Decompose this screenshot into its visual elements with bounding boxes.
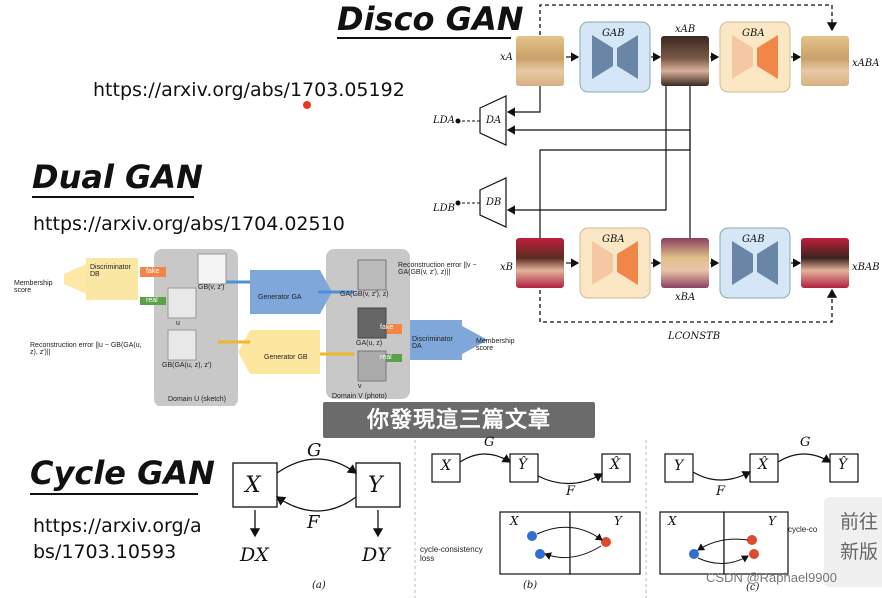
- cycle-gan-url-line1[interactable]: https://arxiv.org/a: [33, 515, 202, 537]
- face-xbab: [801, 238, 849, 288]
- dual-membership-left: Membership score: [14, 280, 53, 294]
- dual-u: u: [176, 320, 180, 327]
- dual-domain-v: Domain V (photo): [332, 393, 387, 400]
- cycle-gan-url-line2[interactable]: bs/1703.10593: [33, 541, 177, 563]
- cycle-c-y: Y: [674, 458, 684, 474]
- dual-disc-b: Discriminator DB: [90, 264, 131, 278]
- label-lda: LDA: [433, 115, 455, 126]
- cycle-c-domain-x: X: [668, 514, 677, 528]
- label-xba: xBA: [675, 292, 696, 303]
- cycle-c-tag: (c): [746, 582, 760, 593]
- dual-gan-url[interactable]: https://arxiv.org/abs/1704.02510: [33, 213, 345, 235]
- cycle-c-loss: cycle-co: [788, 525, 818, 534]
- dual-gb-ga: GB(GA(u, z), z′): [162, 362, 212, 369]
- dual-gan-underline: [32, 196, 194, 198]
- cycle-b-loss: cycle-consistency loss: [420, 545, 483, 563]
- new-version-tab-line1: 前往: [840, 511, 879, 533]
- dual-disc-a: Discriminator DA: [412, 336, 453, 350]
- dual-real-left: real: [146, 297, 158, 304]
- dual-gb-vz: GB(v, z′): [198, 284, 225, 291]
- face-xba: [661, 238, 709, 288]
- cycle-c-yhat: Ŷ: [838, 457, 848, 473]
- label-gba-2: GBA: [602, 234, 625, 245]
- cycle-a-y: Y: [368, 473, 383, 498]
- cycle-a-tag: (a): [312, 580, 326, 591]
- label-xab: xAB: [675, 24, 696, 35]
- dual-fake-right: fake: [380, 324, 394, 331]
- cycle-gan-underline: [30, 493, 198, 495]
- label-xb: xB: [500, 262, 513, 273]
- dual-fake-left: fake: [146, 268, 160, 275]
- disco-gan-underline: [337, 37, 511, 39]
- dual-v: v: [358, 383, 362, 390]
- csdn-watermark: CSDN @Raphael9900: [706, 570, 837, 585]
- face-xa: [516, 36, 564, 86]
- cycle-c-domain-y: Y: [768, 514, 776, 528]
- dual-ga-uz: GA(u, z): [356, 340, 383, 347]
- disco-gan-url[interactable]: https://arxiv.org/abs/1703.05192: [93, 79, 405, 101]
- dual-gan-title: Dual GAN: [32, 158, 203, 196]
- label-lconstb: LCONSTB: [668, 331, 721, 342]
- cycle-b-x: X: [441, 458, 451, 474]
- face-xab: [661, 36, 709, 86]
- cycle-gan-title: Cycle GAN: [30, 454, 215, 492]
- cycle-b-domain-x: X: [510, 514, 519, 528]
- dual-real-right: real: [380, 354, 392, 361]
- dual-gan-diagram: [64, 249, 488, 406]
- face-xaba: [801, 36, 849, 86]
- new-version-tab[interactable]: 前往 新版: [824, 497, 882, 587]
- dual-gen-a: Generator GA: [258, 294, 302, 301]
- label-gab-2: GAB: [742, 234, 765, 245]
- label-ldb: LDB: [433, 203, 456, 214]
- caption-banner: 你發現這三篇文章: [323, 402, 595, 438]
- cycle-c-g: G: [800, 435, 811, 450]
- new-version-tab-line2: 新版: [840, 541, 879, 563]
- cycle-a-dy: DY: [362, 544, 390, 566]
- cycle-b-xhat: X̂: [610, 457, 620, 473]
- disco-gan-diagram: [455, 4, 838, 323]
- cycle-c-xhat: X̂: [758, 457, 768, 473]
- dual-membership-right: Membership score: [476, 338, 515, 352]
- dual-domain-u: Domain U (sketch): [168, 396, 226, 403]
- label-db: DB: [486, 197, 502, 208]
- cycle-b-tag: (b): [523, 580, 538, 591]
- cycle-a-x: X: [245, 473, 261, 498]
- cycle-c-f: F: [716, 484, 726, 499]
- cycle-b-yhat: Ŷ: [518, 457, 528, 473]
- dual-recon-left: Reconstruction error ||u − GB(GA(u, z), …: [30, 342, 142, 356]
- label-da: DA: [486, 115, 502, 126]
- dual-gen-b: Generator GB: [264, 354, 308, 361]
- cycle-a-g: G: [307, 440, 322, 461]
- disco-gan-title: Disco GAN: [337, 0, 524, 38]
- cycle-a-f: F: [307, 512, 320, 533]
- label-gab: GAB: [602, 28, 625, 39]
- cycle-b-g: G: [484, 435, 495, 450]
- face-xb: [516, 238, 564, 288]
- label-gba: GBA: [742, 28, 765, 39]
- cursor-dot: [303, 101, 311, 109]
- dual-ga-gb: GA(GB(v, z′), z): [340, 291, 389, 298]
- label-xaba: xABA: [852, 58, 880, 69]
- cycle-b-f: F: [566, 484, 576, 499]
- dual-recon-top: Reconstruction error ||v − GA(GB(v, z′),…: [398, 262, 477, 276]
- cycle-gan-diagram: [232, 440, 859, 598]
- cycle-a-dx: DX: [240, 544, 269, 566]
- label-xbab: xBAB: [852, 262, 880, 273]
- cycle-b-domain-y: Y: [614, 514, 622, 528]
- label-xa: xA: [500, 52, 513, 63]
